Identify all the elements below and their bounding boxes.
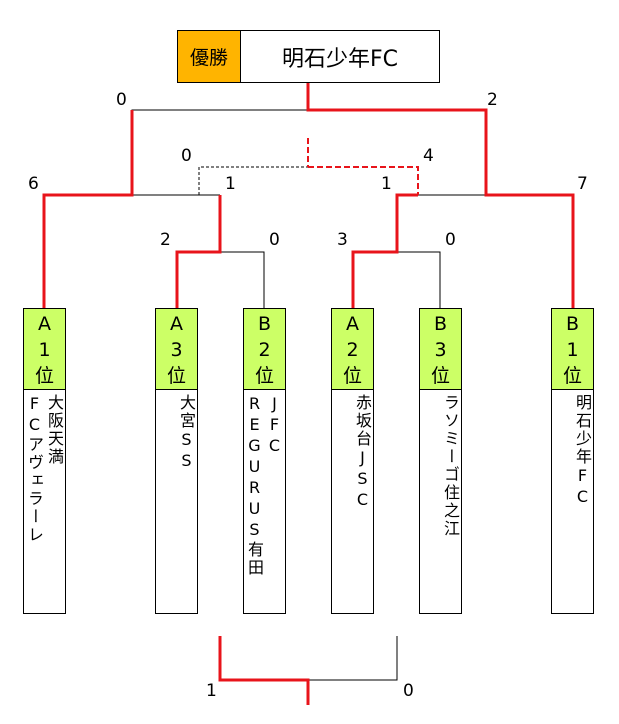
team-name-4: 赤坂台JSC — [331, 390, 374, 614]
rank-suffix: 位 — [254, 365, 274, 387]
team-name-3: JFC REGURUS有田 — [243, 390, 286, 614]
team-name-5: ラソミーゴ住之江 — [419, 390, 462, 614]
score-third-right: 0 — [403, 681, 414, 701]
winner-lines — [42, 83, 575, 705]
score-final-left: 0 — [116, 90, 127, 110]
score-third-left: 1 — [206, 681, 217, 701]
rank-group: A — [346, 313, 359, 335]
semi-left-dashed-line — [198, 166, 308, 195]
rank-number: 3 — [170, 339, 183, 361]
rank-number: 2 — [346, 339, 359, 361]
rank-box-1: A 1 位 — [23, 308, 66, 390]
team-name-6: 明石少年FC — [551, 390, 594, 614]
rank-box-4: A 2 位 — [331, 308, 374, 390]
rank-box-5: B 3 位 — [419, 308, 462, 390]
third-right-line — [308, 636, 398, 681]
rank-number: 1 — [566, 339, 579, 361]
score-qf-a1: 6 — [28, 174, 39, 194]
third-winner-line — [218, 636, 310, 705]
rank-number: 3 — [434, 339, 447, 361]
rank-number: 2 — [258, 339, 271, 361]
final-left-line — [131, 109, 308, 195]
rank-group: A — [170, 313, 183, 335]
rank-box-2: A 3 位 — [155, 308, 198, 390]
rank-suffix: 位 — [342, 365, 362, 387]
r1-b3-line — [397, 251, 441, 308]
team-name-1: 大阪天満 FCアヴェラーレ — [23, 390, 66, 614]
rank-number: 1 — [38, 339, 51, 361]
score-semi-right-top: 4 — [423, 146, 434, 166]
score-final-right: 2 — [487, 90, 498, 110]
score-r1-a2: 3 — [337, 230, 348, 250]
team-name-2: 大宮SS — [155, 390, 198, 614]
score-semi-left-bottom: 1 — [225, 174, 236, 194]
final-winner-line — [306, 83, 575, 308]
score-r1-b3: 0 — [445, 230, 456, 250]
r1-b2-line — [220, 251, 265, 308]
r1-a2-winner-line — [351, 193, 418, 308]
score-qf-b1: 7 — [577, 174, 588, 194]
rank-box-6: B 1 位 — [551, 308, 594, 390]
rank-group: B — [565, 313, 580, 335]
champion-label: 優勝 — [177, 30, 241, 83]
rank-box-3: B 2 位 — [243, 308, 286, 390]
score-semi-left-top: 0 — [181, 146, 192, 166]
rank-suffix: 位 — [34, 365, 54, 387]
r1-a3-winner-line — [175, 195, 222, 308]
rank-suffix: 位 — [430, 365, 450, 387]
rank-suffix: 位 — [166, 365, 186, 387]
score-semi-right-bottom: 1 — [381, 174, 392, 194]
rank-group: B — [433, 313, 448, 335]
champion-team: 明石少年FC — [241, 30, 440, 83]
qf-a1-winner-line — [42, 110, 134, 308]
score-r1-b2: 0 — [269, 230, 280, 250]
semi-right-dashed-line — [308, 166, 419, 195]
rank-suffix: 位 — [562, 365, 582, 387]
score-r1-a3: 2 — [160, 230, 171, 250]
rank-group: B — [257, 313, 272, 335]
rank-group: A — [38, 313, 51, 335]
